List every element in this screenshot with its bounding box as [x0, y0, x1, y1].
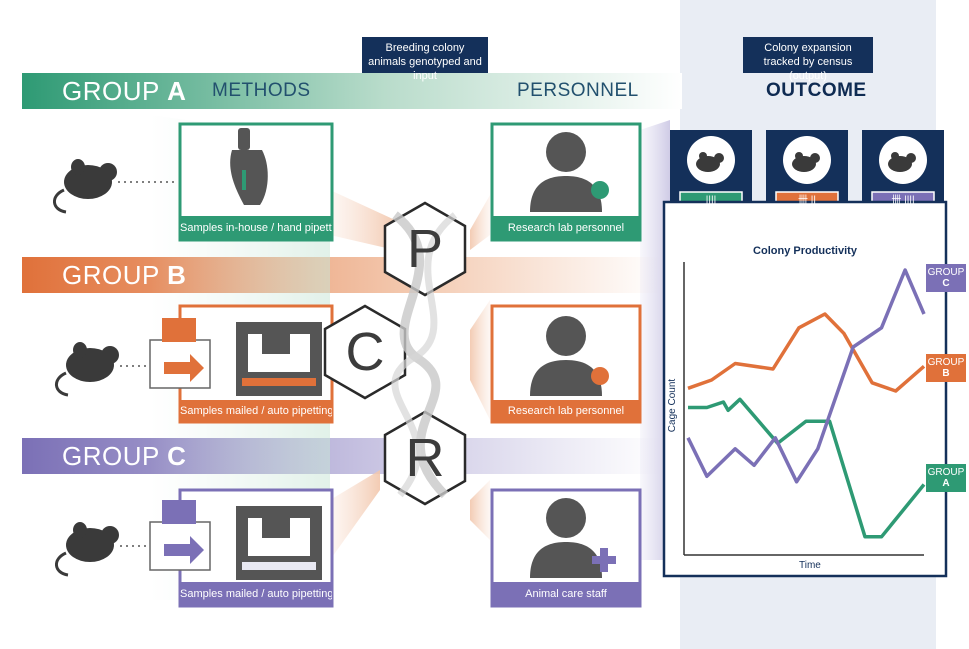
- purple-fan: [640, 120, 670, 560]
- right-fan-mid: [470, 300, 490, 420]
- series-line-b: [687, 312, 926, 393]
- pipette-hand-icon: [230, 128, 268, 205]
- group-tag-a: [926, 464, 966, 492]
- pipetting-robot-icon: [236, 506, 322, 580]
- sample-box-icon: [149, 500, 211, 571]
- group-tag-b: [926, 354, 966, 382]
- method-caption-a: Samples in-house / hand pipetting: [180, 222, 332, 234]
- group-a-banner: [22, 73, 682, 109]
- outcome-heading: OUTCOME: [766, 80, 867, 101]
- output-note: Colony expansion tracked by census (outp…: [743, 37, 873, 82]
- pipetting-robot-icon: [236, 322, 322, 396]
- x-axis-label: Time: [799, 560, 821, 571]
- group-c-banner: [22, 438, 662, 474]
- group-tag-c: [926, 264, 966, 292]
- tally-marks: 卌 ||: [798, 195, 816, 206]
- tally-marks: 卌 ||||: [891, 195, 915, 206]
- mouse-icon: [53, 159, 117, 214]
- pup-count-c: 卌 |||| PUP COUNT: [873, 195, 933, 217]
- input-note: Breeding colony animals genotyped and in…: [362, 37, 488, 82]
- pcr-letter-c: C: [345, 322, 385, 382]
- group-b-banner: [22, 257, 662, 293]
- researcher-icon: [530, 132, 609, 212]
- left-fan-top: [330, 190, 395, 250]
- chart-title: Colony Productivity: [753, 245, 857, 257]
- method-caption-c: Samples mailed / auto pipetting: [180, 588, 332, 600]
- series-line-c: [686, 268, 926, 484]
- mouse-icon: [55, 522, 119, 577]
- right-fan-top: [470, 195, 490, 250]
- methods-heading: METHODS: [212, 80, 311, 101]
- group-c-label: GROUP C: [62, 441, 187, 471]
- chart-frame: [662, 200, 948, 578]
- mouse-icon: [55, 342, 119, 397]
- personnel-caption-b: Research lab personnel: [507, 405, 625, 417]
- pup-count-a: |||| PUP COUNT: [681, 195, 741, 217]
- left-fan-bottom: [330, 470, 380, 560]
- dna-helix: [392, 211, 449, 499]
- pcr-letter-r: R: [405, 428, 445, 488]
- group-a-label: GROUP A: [62, 76, 187, 106]
- group-b-label: GROUP B: [62, 260, 187, 290]
- sample-box-icon: [149, 318, 211, 389]
- y-axis-label: Cage Count: [667, 378, 679, 433]
- right-fan-bottom: [470, 480, 490, 540]
- researcher-icon: [530, 316, 609, 396]
- personnel-caption-c: Animal care staff: [525, 588, 607, 600]
- personnel-heading: PERSONNEL: [517, 80, 639, 101]
- pcr-letter-p: P: [406, 219, 444, 279]
- personnel-caption-a: Research lab personnel: [507, 222, 625, 234]
- method-caption-b: Samples mailed / auto pipetting: [180, 405, 332, 417]
- series-layer: [686, 268, 926, 539]
- pup-count-b: 卌 || PUP COUNT: [777, 195, 837, 217]
- caretaker-icon: [530, 498, 616, 578]
- tally-marks: ||||: [705, 195, 717, 206]
